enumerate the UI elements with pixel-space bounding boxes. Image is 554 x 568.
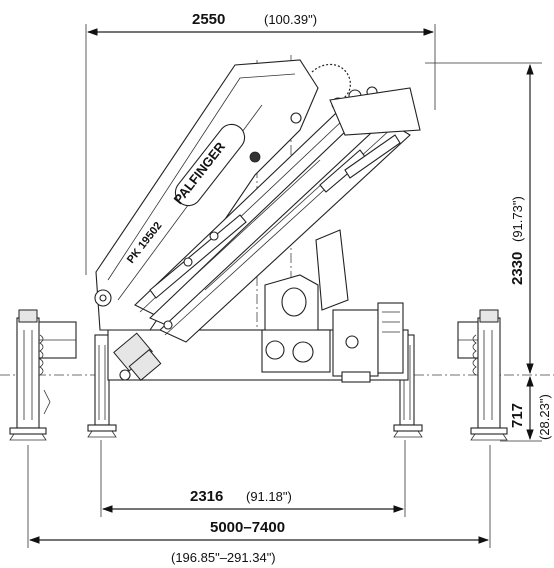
inner-span-imperial: (91.18"): [246, 489, 292, 504]
top-width-imperial: (100.39"): [264, 12, 317, 27]
outrigger-span-imperial: (196.85"–291.34"): [171, 550, 276, 565]
height-above-imperial: (91.73"): [510, 196, 525, 242]
top-width-value: 2550: [192, 11, 225, 28]
left-outrigger-assembly: [9, 309, 117, 441]
depth-below-imperial: (28.23"): [537, 394, 552, 440]
height-above-value: 2330: [509, 252, 526, 285]
outrigger-span-value: 5000–7400: [210, 519, 285, 536]
telescopic-extensions: [113, 63, 421, 381]
inner-span-value: 2316: [190, 488, 223, 505]
depth-below-value: 717: [509, 403, 526, 428]
crane-base: [107, 229, 409, 383]
main-boom: [94, 59, 319, 331]
